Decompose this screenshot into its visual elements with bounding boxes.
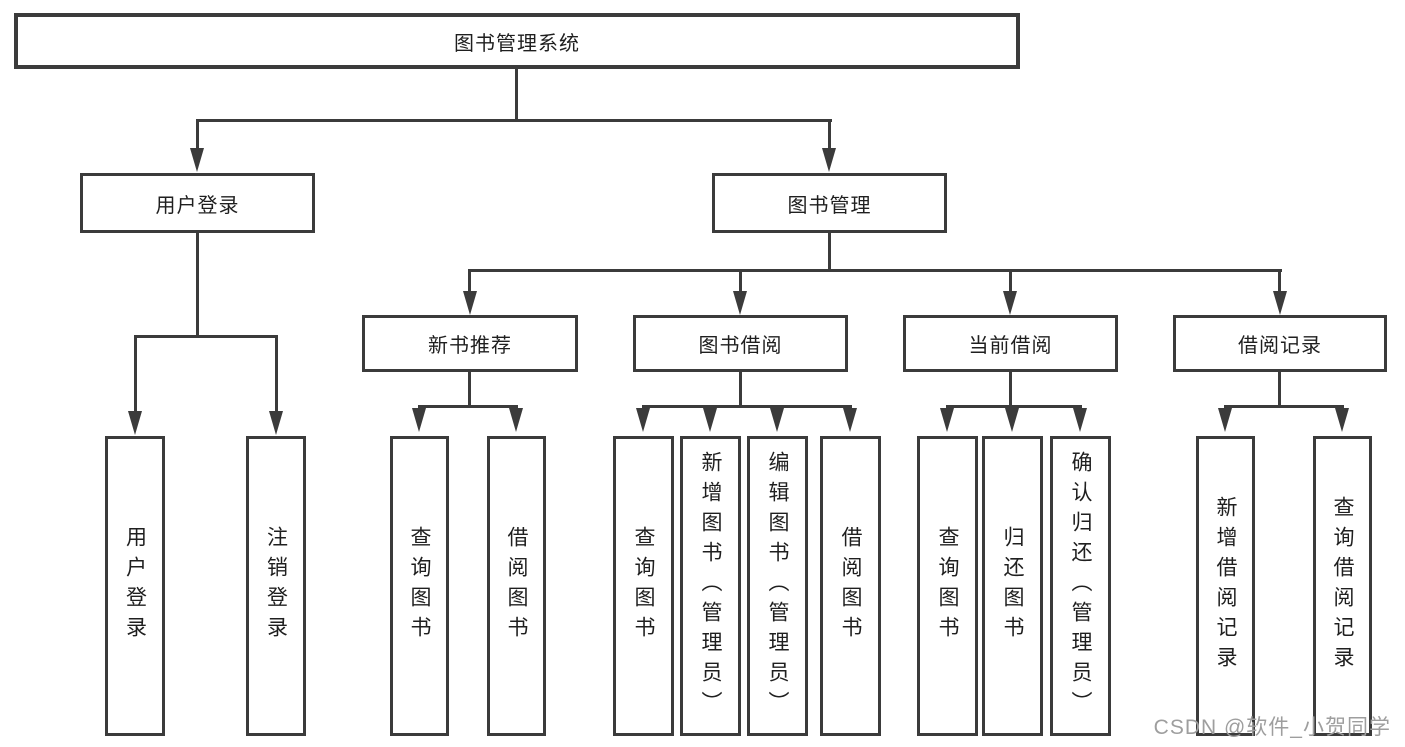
arrowhead-login [190,148,204,172]
arrowhead-records [1273,291,1287,315]
connector-borrow-stem [739,372,742,408]
connector-newbook-bus [418,405,518,408]
arrowhead-borrow-leaf3 [770,408,784,432]
arrowhead-newbook [463,291,477,315]
connector-drop-newbook [468,269,471,293]
connector-current-stem [1009,372,1012,408]
node-user-login-label: 用户登录 [155,194,240,217]
arrowhead-newbook-leaf1 [412,408,426,432]
connector-drop-records [1278,269,1281,293]
leaf-newbook-borrow-label: 借阅图书 [505,526,528,646]
leaf-user-login-label: 用户登录 [123,526,147,646]
arrowhead-current-leaf1 [940,408,954,432]
arrowhead-records-leaf2 [1335,408,1349,432]
leaf-newbook-borrow: 借阅图书 [487,436,546,736]
arrowhead-borrow [733,291,747,315]
node-book-mgmt: 图书管理 [712,173,947,233]
arrowhead-borrow-leaf4 [843,408,857,432]
leaf-borrow-query-label: 查询图书 [632,526,655,646]
connector-drop-borrow [739,269,742,293]
leaf-logout: 注销登录 [246,436,306,736]
leaf-records-query-label: 查询借阅记录 [1331,496,1354,676]
leaf-borrow-add-admin: 新增图书（管理员） [680,436,741,736]
node-new-book-recommend: 新书推荐 [362,315,578,372]
arrowhead-user-login [128,411,142,435]
connector-records-bus [1224,405,1344,408]
leaf-current-return: 归还图书 [982,436,1043,736]
connector-level2-bus [196,119,832,122]
leaf-logout-label: 注销登录 [264,526,288,646]
leaf-borrow-edit-admin: 编辑图书（管理员） [747,436,808,736]
leaf-current-confirm-admin: 确认归还（管理员） [1050,436,1111,736]
leaf-current-confirm-admin-label: 确认归还（管理员） [1069,451,1092,721]
leaf-current-query: 查询图书 [917,436,978,736]
arrowhead-newbook-leaf2 [509,408,523,432]
arrowhead-records-leaf1 [1218,408,1232,432]
leaf-newbook-query: 查询图书 [390,436,449,736]
node-borrow-records-label: 借阅记录 [1238,335,1322,357]
connector-root-stem [515,68,518,121]
arrowhead-current-leaf3 [1073,408,1087,432]
arrowhead-borrow-leaf2 [703,408,717,432]
leaf-user-login: 用户登录 [105,436,165,736]
connector-newbook-stem [468,372,471,408]
arrowhead-current-leaf2 [1005,408,1019,432]
connector-drop-logout [275,335,278,413]
leaf-newbook-query-label: 查询图书 [408,526,431,646]
connector-level3-bus [468,269,1282,272]
leaf-records-add: 新增借阅记录 [1196,436,1255,736]
node-book-mgmt-label: 图书管理 [787,194,872,217]
connector-records-stem [1278,372,1281,408]
arrowhead-mgmt [822,148,836,172]
connector-mgmt-stem [828,233,831,271]
leaf-borrow-book: 借阅图书 [820,436,881,736]
node-root: 图书管理系统 [14,13,1020,69]
leaf-borrow-book-label: 借阅图书 [839,526,862,646]
connector-login-stem [196,233,199,337]
leaf-current-query-label: 查询图书 [936,526,959,646]
node-user-login: 用户登录 [80,173,315,233]
node-current-borrow: 当前借阅 [903,315,1118,372]
leaf-borrow-add-admin-label: 新增图书（管理员） [699,451,722,721]
csdn-watermark: CSDN @软件_小贺同学 [1153,716,1391,739]
node-book-borrow: 图书借阅 [633,315,848,372]
leaf-records-query: 查询借阅记录 [1313,436,1372,736]
leaf-borrow-query: 查询图书 [613,436,674,736]
connector-login-bus [134,335,278,338]
connector-drop-current [1009,269,1012,293]
node-new-book-recommend-label: 新书推荐 [428,335,512,357]
arrowhead-logout [269,411,283,435]
node-borrow-records: 借阅记录 [1173,315,1387,372]
leaf-borrow-edit-admin-label: 编辑图书（管理员） [766,451,789,721]
node-current-borrow-label: 当前借阅 [968,335,1053,357]
node-book-borrow-label: 图书借阅 [698,335,783,357]
connector-drop-login [196,119,199,150]
node-root-label: 图书管理系统 [454,32,580,55]
connector-drop-user-login [134,335,137,413]
connector-drop-mgmt [828,119,831,150]
arrowhead-borrow-leaf1 [636,408,650,432]
connector-borrow-bus [642,405,852,408]
leaf-current-return-label: 归还图书 [1001,526,1024,646]
arrowhead-current [1003,291,1017,315]
connector-current-bus [946,405,1082,408]
leaf-records-add-label: 新增借阅记录 [1214,496,1237,676]
